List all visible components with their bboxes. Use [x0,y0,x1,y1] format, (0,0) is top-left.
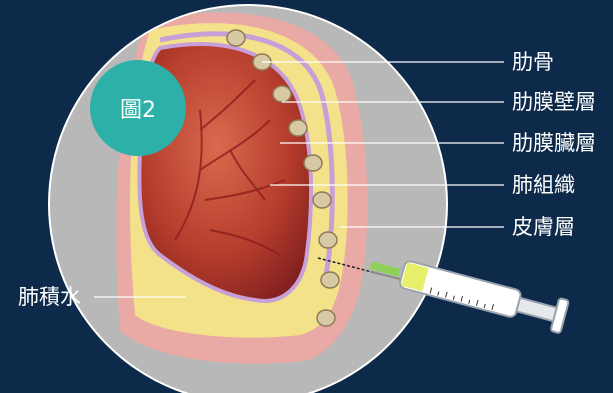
label-parietal-pleura: 肋膜壁層 [512,90,596,114]
label-rib: 肋骨 [512,50,554,74]
label-skin-layer: 皮膚層 [512,215,575,239]
figure-badge-text: 圖2 [120,92,156,124]
label-lung-tissue: 肺組織 [512,173,575,197]
label-visceral-pleura: 肋膜臟層 [512,131,596,155]
figure-badge: 圖2 [90,60,186,156]
label-pleural-effusion: 肺積水 [18,285,81,309]
